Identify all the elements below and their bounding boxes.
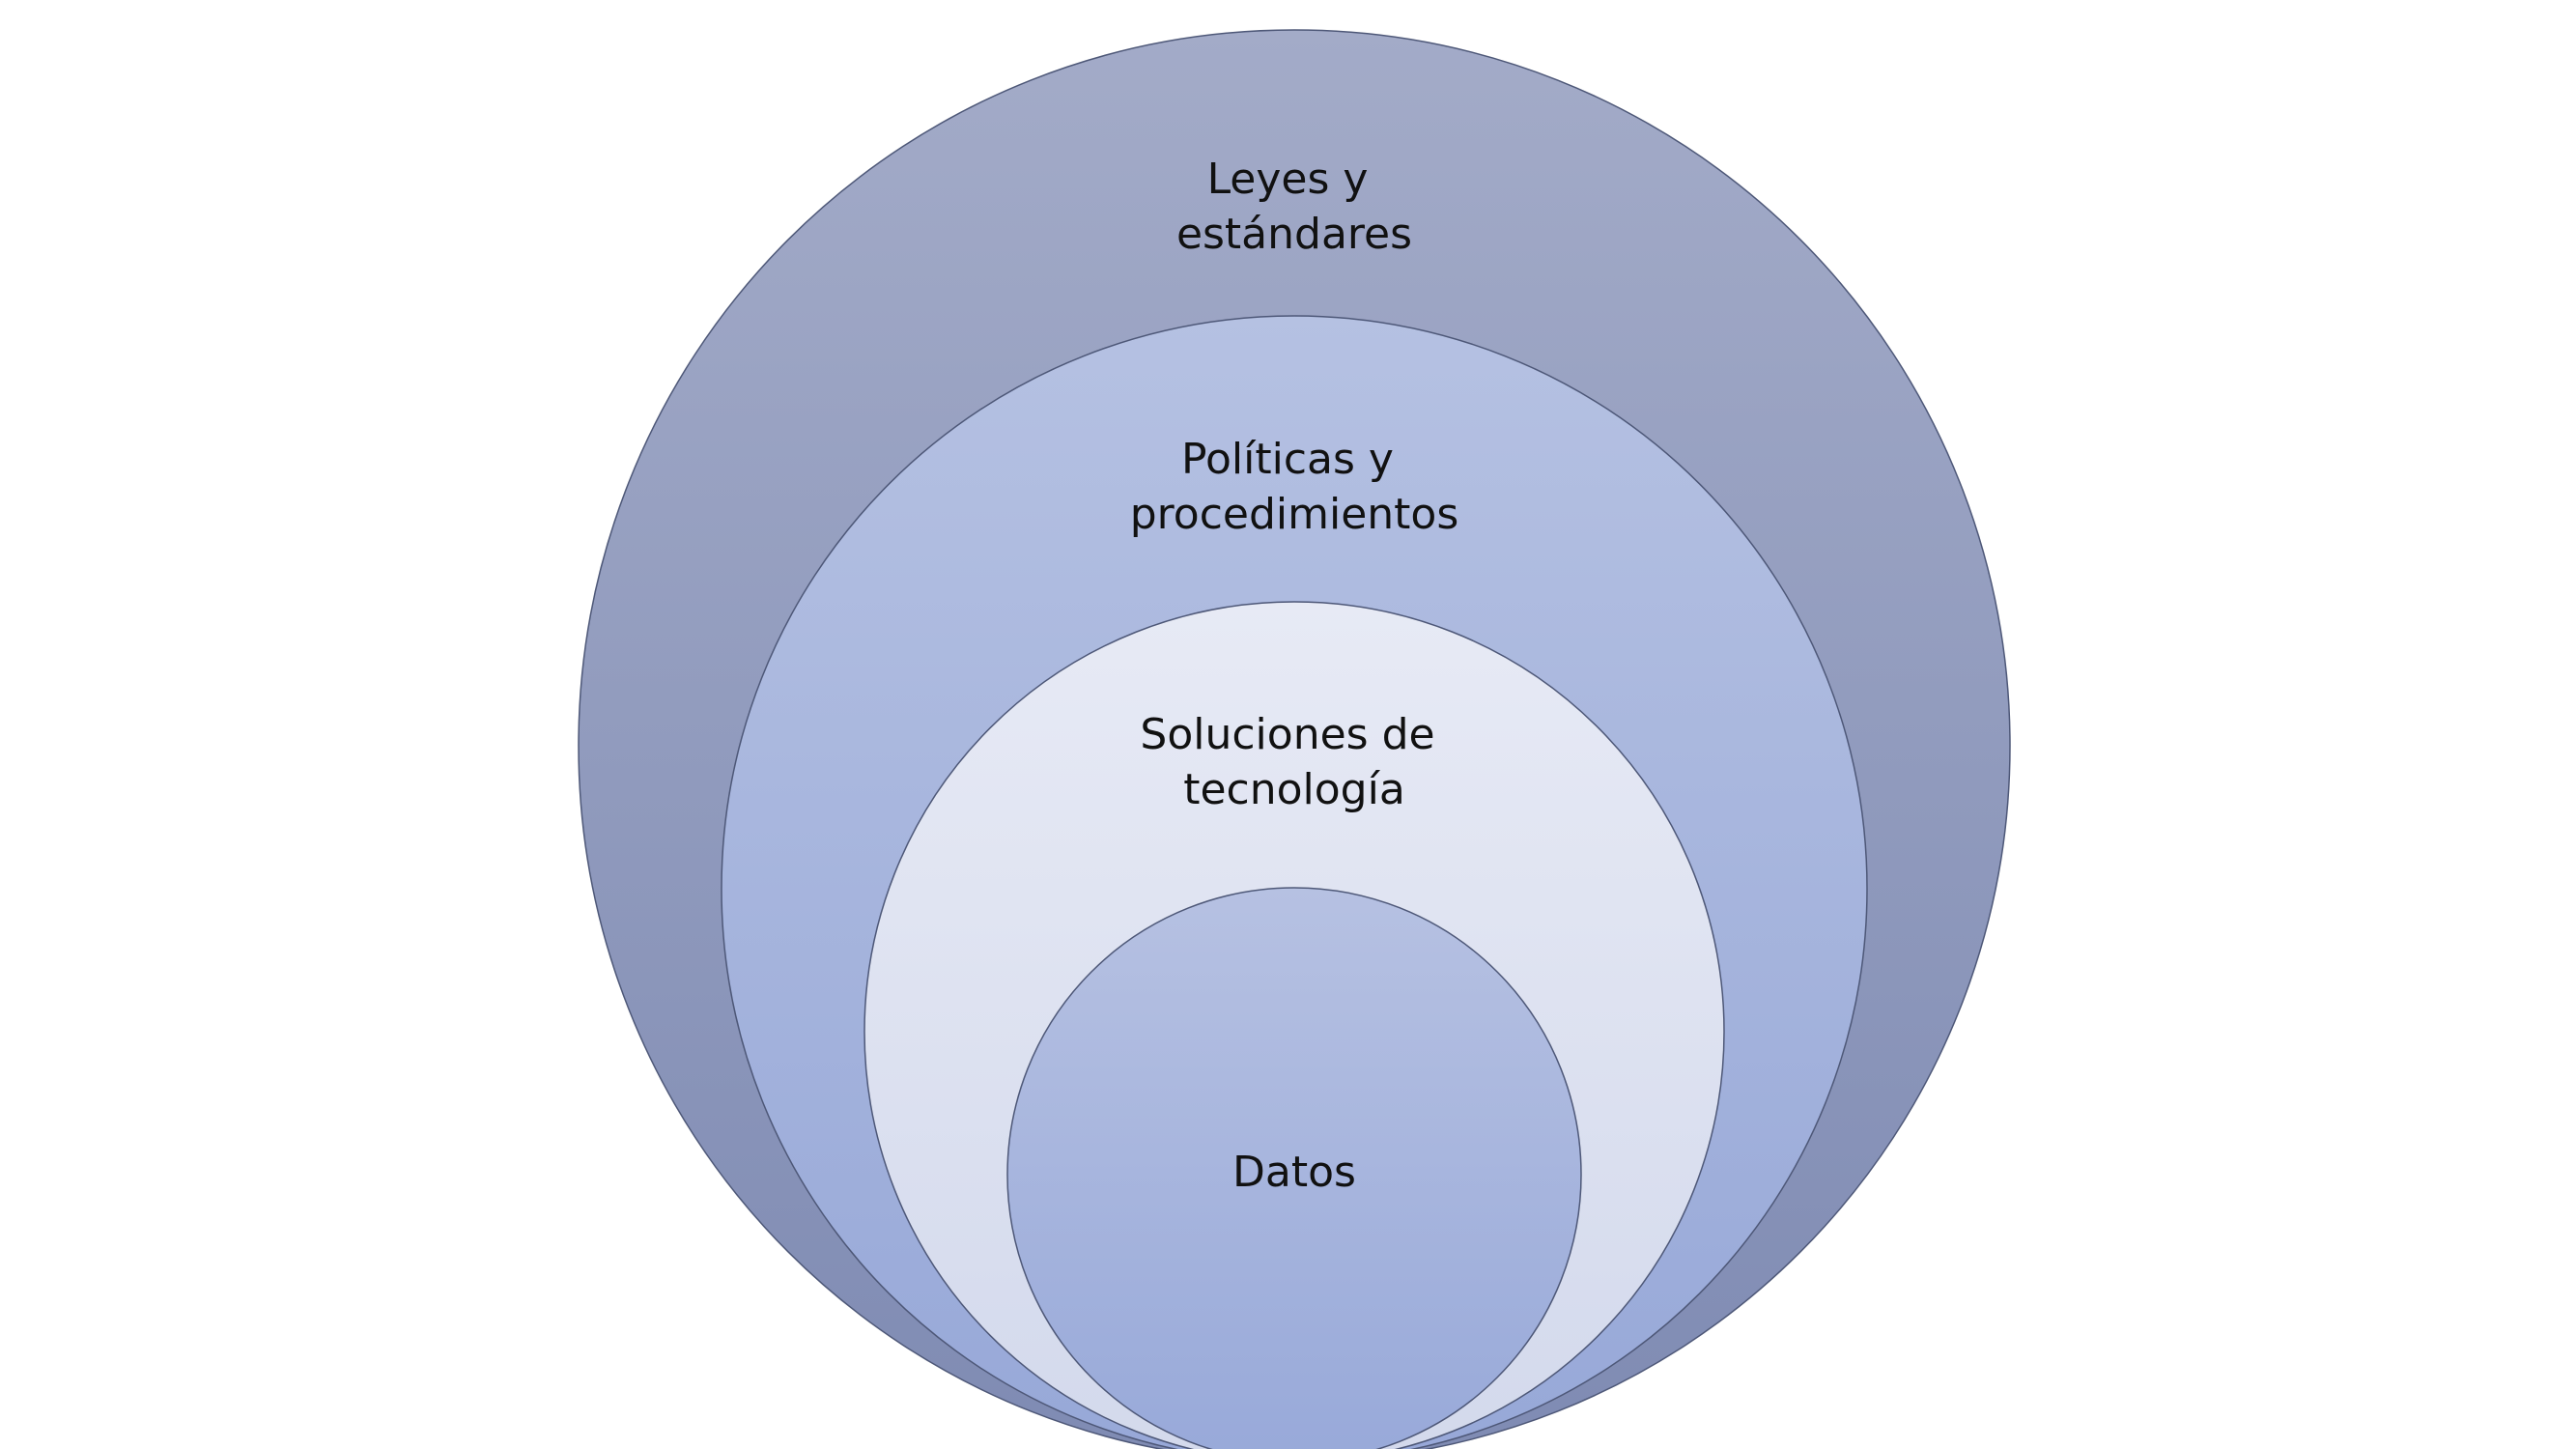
data-label-line1: Datos	[1232, 1148, 1356, 1197]
laws-label-line2: estándares	[1176, 210, 1412, 259]
technology-label-line1: Soluciones de	[1140, 710, 1434, 759]
technology-label: Soluciones de tecnología	[1140, 710, 1448, 814]
policies-label-line2: procedimientos	[1130, 490, 1459, 539]
data-circle	[1006, 887, 1582, 1449]
laws-label: Leyes y estándares	[1176, 155, 1412, 259]
policies-label: Políticas y procedimientos	[1130, 435, 1459, 539]
data-label: Datos	[1232, 1148, 1356, 1197]
laws-label-line1: Leyes y	[1207, 155, 1369, 204]
technology-label-line2: tecnología	[1183, 765, 1405, 814]
policies-label-line1: Políticas y	[1181, 435, 1394, 484]
